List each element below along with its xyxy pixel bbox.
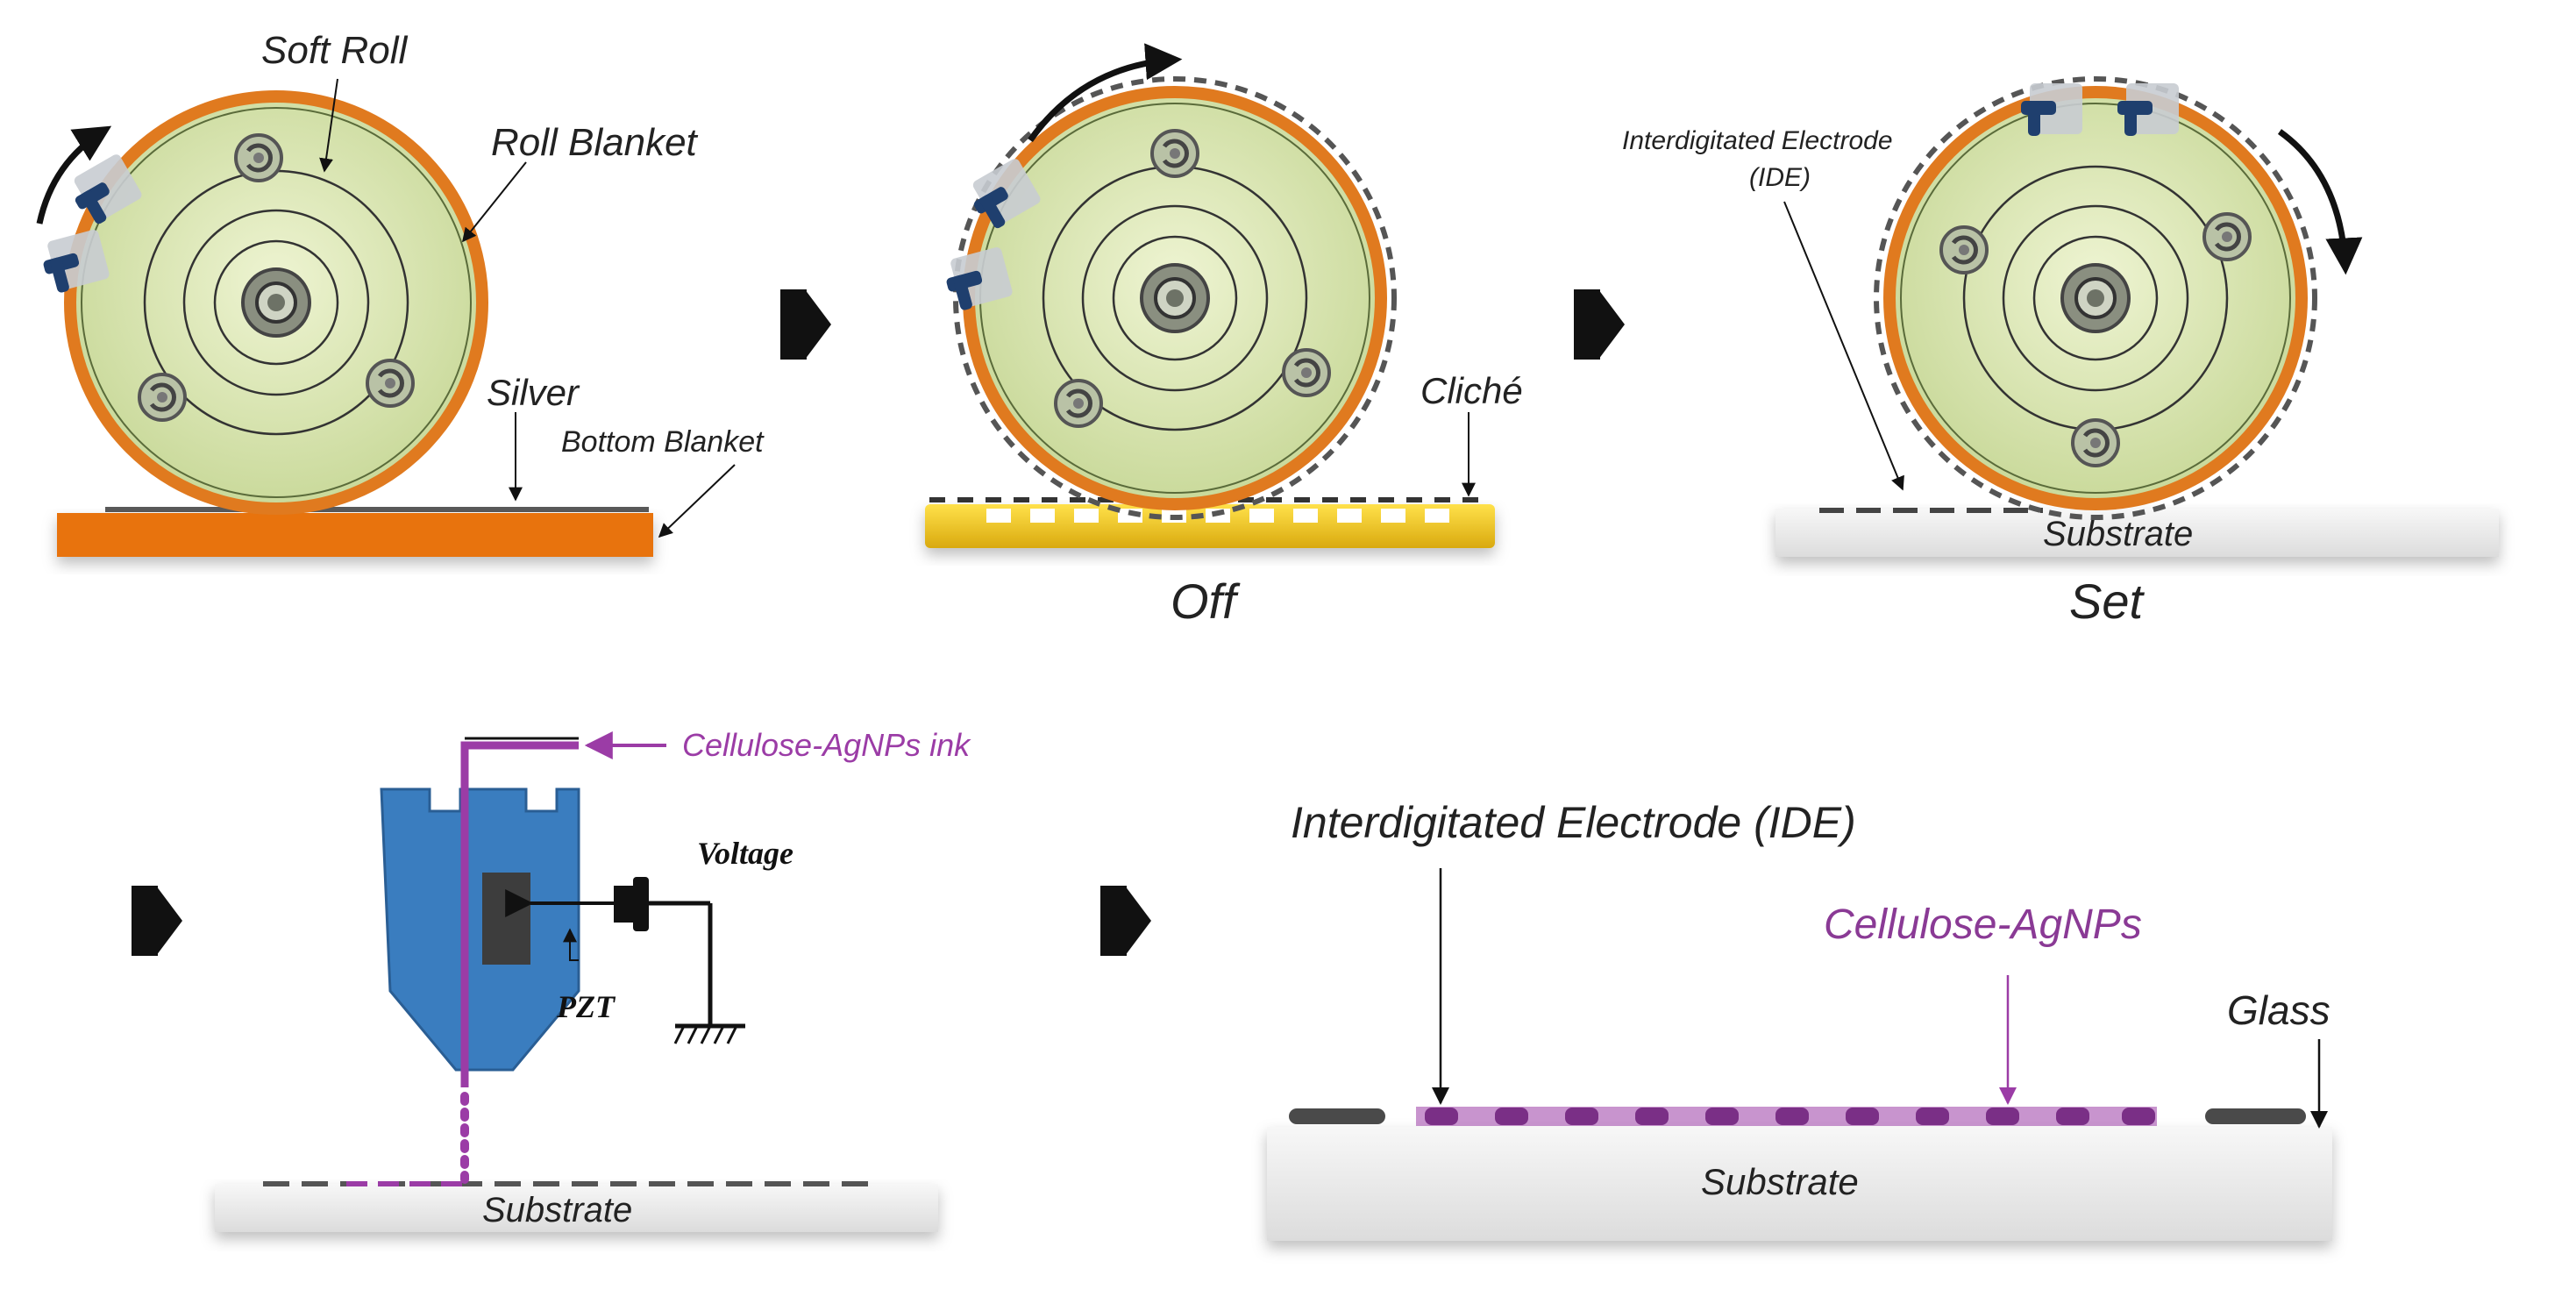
- roll-off: [941, 76, 1397, 520]
- inkjet-nozzle: [380, 787, 580, 1072]
- process-arrow-icon: [1574, 289, 1625, 360]
- bottom-blanket-bar: [57, 513, 653, 557]
- panel-4-inkjet: Cellulose-AgNPs ink Voltage PZT Substrat…: [215, 727, 971, 1232]
- substrate-bar: [1775, 509, 2499, 557]
- roll-blanket-label: Roll Blanket: [491, 121, 699, 164]
- cliche-label: Cliché: [1420, 370, 1523, 411]
- pzt-label: PZT: [556, 989, 616, 1024]
- panel-2-off: Cliché Off: [925, 43, 1523, 629]
- glass-substrate: [1267, 1127, 2332, 1241]
- ink-label: Cellulose-AgNPs ink: [682, 727, 971, 763]
- pzt-block: [482, 873, 530, 965]
- set-caption: Set: [2069, 574, 2145, 629]
- connector-plug-icon: [614, 886, 633, 923]
- substrate-label: Substrate: [1701, 1161, 1859, 1202]
- substrate-label: Substrate: [2043, 515, 2193, 553]
- soft-roll: [38, 96, 482, 509]
- ide-label: Interdigitated Electrode (IDE): [1291, 798, 1856, 847]
- rotation-arrow-icon: [36, 125, 112, 224]
- roll-set: [1874, 76, 2317, 520]
- rotation-arrow-icon: [2277, 129, 2363, 275]
- substrate-label: Substrate: [482, 1191, 632, 1229]
- process-arrow-icon: [1100, 886, 1151, 956]
- voltage-label: Voltage: [697, 836, 793, 871]
- silver-label: Silver: [487, 372, 580, 413]
- panel-3-set: Interdigitated Electrode (IDE) Substrate…: [1622, 76, 2499, 629]
- ide-label-line2: (IDE): [1749, 163, 1811, 192]
- substrate-bar: [215, 1184, 938, 1232]
- ink-channel: [460, 741, 579, 1087]
- ground-symbol-icon: [673, 1023, 745, 1044]
- process-arrow-icon: [132, 886, 182, 956]
- silver-layer: [105, 507, 649, 512]
- ide-label-line1: Interdigitated Electrode: [1622, 126, 1893, 155]
- ide-electrodes: [1289, 1108, 2306, 1125]
- cellulose-label: Cellulose-AgNPs: [1824, 901, 2142, 948]
- panel-5-final-device: Interdigitated Electrode (IDE) Cellulose…: [1267, 798, 2332, 1241]
- bottom-blanket-label: Bottom Blanket: [561, 425, 765, 459]
- rotation-arrow-icon: [1028, 43, 1183, 143]
- soft-roll-label: Soft Roll: [261, 29, 409, 72]
- glass-label: Glass: [2227, 987, 2330, 1033]
- off-caption: Off: [1171, 574, 1241, 629]
- panel-1-roll-blanket: Soft Roll Roll Blanket Silver Bottom Bla…: [36, 29, 765, 557]
- process-arrow-icon: [780, 289, 831, 360]
